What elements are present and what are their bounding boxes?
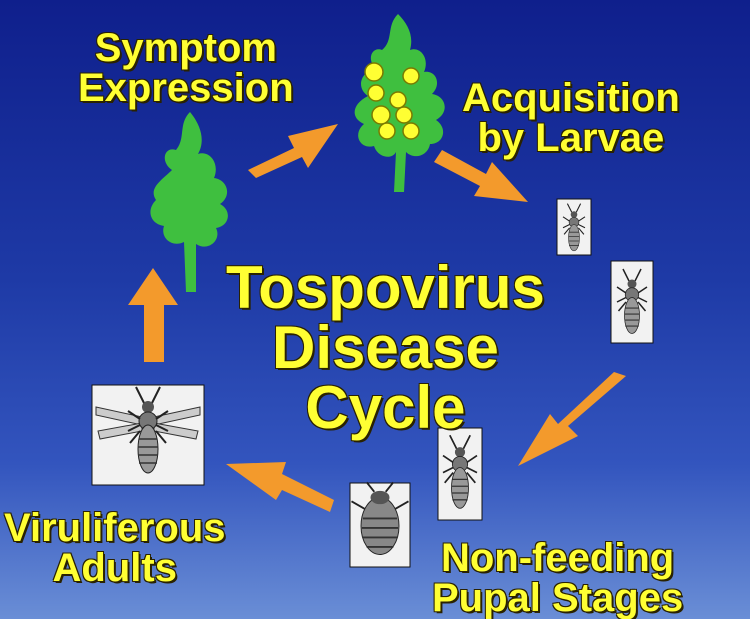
- infected-leaf-icon: [355, 14, 445, 192]
- label-acquisition-by-larvae: Acquisition by Larvae: [462, 78, 680, 158]
- adult-thrips-image: [92, 385, 204, 485]
- label-pupal-line-2: Pupal Stages: [432, 578, 683, 618]
- label-viruliferous-adults: Viruliferous Adults: [4, 508, 226, 588]
- label-acquisition-line-2: by Larvae: [462, 118, 680, 158]
- pupa-image-1: [438, 428, 482, 520]
- arrow-left-leaf-to-right-leaf: [248, 124, 338, 178]
- larva-image-1: [557, 199, 591, 255]
- arrow-pupae-to-adults: [226, 462, 334, 512]
- label-pupal-line-1: Non-feeding: [432, 538, 683, 578]
- label-symptom-line-1: Symptom: [78, 28, 294, 68]
- diagram-title: Tospovirus Disease Cycle: [226, 258, 545, 438]
- title-line-3: Cycle: [226, 378, 545, 438]
- label-adults-line-2: Adults: [4, 548, 226, 588]
- label-adults-line-1: Viruliferous: [4, 508, 226, 548]
- title-line-1: Tospovirus: [226, 258, 545, 318]
- larva-image-2: [611, 261, 653, 343]
- label-acquisition-line-1: Acquisition: [462, 78, 680, 118]
- title-line-2: Disease: [226, 318, 545, 378]
- arrow-adults-to-leaf: [128, 268, 178, 362]
- pupa-image-2: [350, 482, 410, 567]
- label-symptom-expression: Symptom Expression: [78, 28, 294, 108]
- healthy-leaf-icon: [150, 112, 227, 292]
- label-non-feeding-pupal-stages: Non-feeding Pupal Stages: [432, 538, 683, 618]
- label-symptom-line-2: Expression: [78, 68, 294, 108]
